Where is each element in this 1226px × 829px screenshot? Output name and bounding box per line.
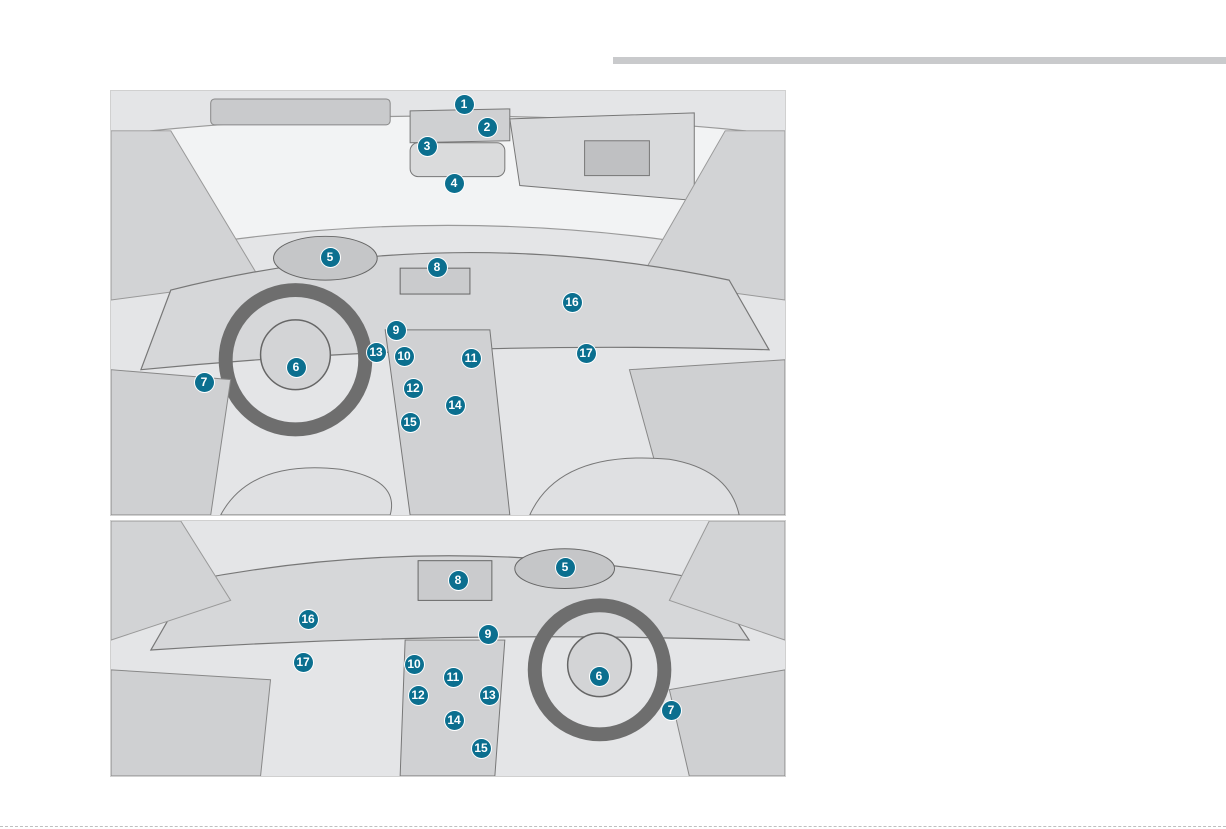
callout-marker: 6 [287, 358, 306, 377]
page-bottom-divider [0, 826, 1226, 827]
callout-marker: 16 [299, 610, 318, 629]
callout-marker: 6 [590, 667, 609, 686]
callout-marker: 14 [446, 396, 465, 415]
callout-marker: 13 [480, 686, 499, 705]
callout-marker: 17 [294, 653, 313, 672]
callout-marker: 8 [449, 571, 468, 590]
cockpit-illustration-rhd: 5 6 7 8 9 10 11 12 13 14 15 16 17 [110, 520, 786, 777]
callout-marker: 15 [401, 413, 420, 432]
callout-marker: 11 [462, 349, 481, 368]
callout-marker: 12 [409, 686, 428, 705]
cockpit-illustration-lhd: 1 2 3 4 5 6 7 8 9 10 11 12 13 14 15 16 1… [110, 90, 786, 516]
cockpit-drawing-rhd [111, 521, 785, 776]
callout-marker: 10 [405, 655, 424, 674]
callout-marker: 7 [662, 701, 681, 720]
callout-marker: 2 [478, 118, 497, 137]
callout-marker: 11 [444, 668, 463, 687]
callout-marker: 3 [418, 137, 437, 156]
callout-marker: 16 [563, 293, 582, 312]
callout-marker: 12 [404, 379, 423, 398]
cockpit-drawing-lhd [111, 91, 785, 515]
callout-marker: 5 [321, 248, 340, 267]
callout-marker: 10 [395, 347, 414, 366]
callout-marker: 1 [455, 95, 474, 114]
header-rule [613, 57, 1226, 64]
callout-marker: 14 [445, 711, 464, 730]
callout-marker: 7 [195, 373, 214, 392]
callout-marker: 8 [428, 258, 447, 277]
callout-marker: 9 [479, 625, 498, 644]
callout-marker: 17 [577, 344, 596, 363]
callout-marker: 15 [472, 739, 491, 758]
callout-marker: 13 [367, 343, 386, 362]
callout-marker: 9 [387, 321, 406, 340]
callout-marker: 5 [556, 558, 575, 577]
callout-marker: 4 [445, 174, 464, 193]
